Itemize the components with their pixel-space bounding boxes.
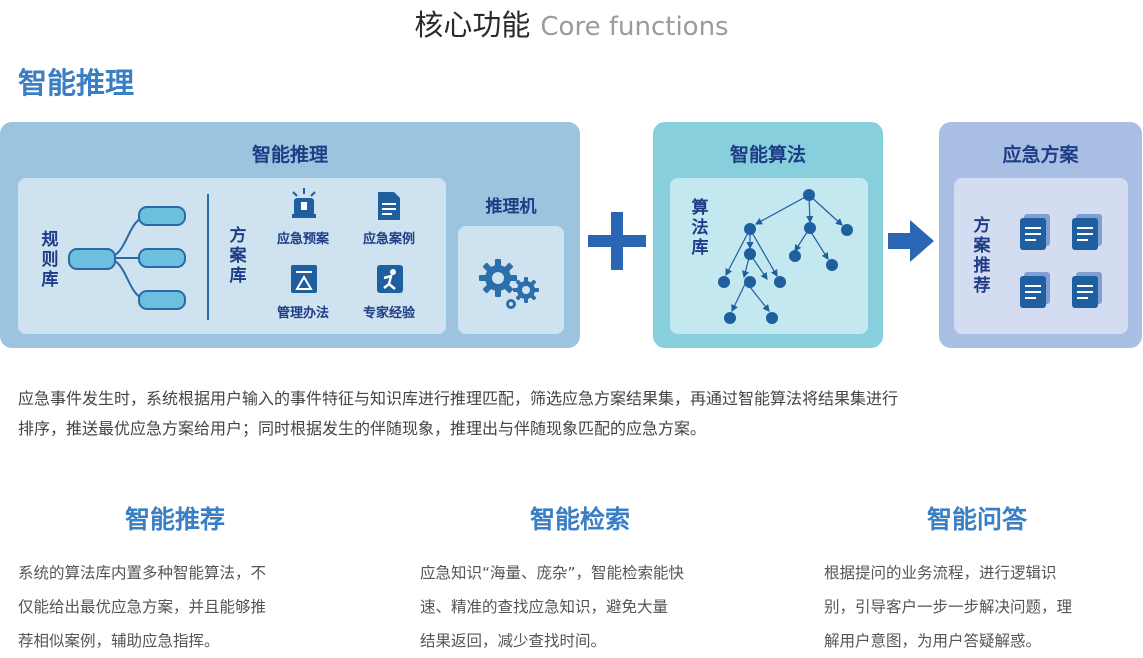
page-header: 核心功能 Core functions	[0, 2, 1143, 44]
section-title: 智能推理	[18, 66, 135, 100]
rule-base-label: 规则库	[40, 230, 60, 290]
document-icon	[378, 192, 400, 220]
plan-item-management-method: 管理办法	[276, 306, 329, 321]
plan-item-emergency-plan: 应急预案	[276, 232, 329, 247]
algorithm-panel-title: 智能算法	[729, 144, 806, 166]
arrow-right-icon	[888, 220, 934, 262]
feature-title-qa: 智能问答	[926, 505, 1027, 534]
feature-line: 别，引导客户一步一步解决问题，理	[824, 598, 1073, 616]
plan-recommend-label: 方案推荐	[972, 216, 992, 296]
plan-item-expert-experience: 专家经验	[362, 306, 415, 321]
feature-line: 根据提问的业务流程，进行逻辑识	[824, 564, 1057, 582]
feature-line: 解用户意图，为用户答疑解惑。	[824, 632, 1042, 650]
feature-text-recommend: 系统的算法库内置多种智能算法，不 仅能给出最优应急方案，并且能够推 荐相似案例，…	[18, 556, 348, 658]
feature-line: 应急知识“海量、庞杂”，智能检索能快	[420, 564, 685, 582]
plan-item-emergency-case: 应急案例	[362, 232, 415, 247]
algorithm-base-text: 算法库	[691, 198, 709, 258]
rule-child-node	[138, 248, 186, 268]
expert-icon	[377, 265, 403, 293]
feature-line: 速、精准的查找应急知识，避免大量	[420, 598, 669, 616]
inference-engine-label: 推理机	[485, 197, 537, 217]
feature-title-recommend: 智能推荐	[124, 505, 225, 534]
description-paragraph: 应急事件发生时，系统根据用户输入的事件特征与知识库进行推理匹配，筛选应急方案结果…	[18, 384, 1138, 444]
feature-title-search: 智能检索	[529, 505, 630, 534]
description-line: 排序，推送最优应急方案给用户；同时根据发生的伴随现象，推理出与伴随现象匹配的应急…	[18, 419, 707, 438]
rule-child-node	[138, 206, 186, 226]
feature-text-search: 应急知识“海量、庞杂”，智能检索能快 速、精准的查找应急知识，避免大量 结果返回…	[420, 556, 760, 658]
feature-text-qa: 根据提问的业务流程，进行逻辑识 别，引导客户一步一步解决问题，理 解用户意图，为…	[824, 556, 1140, 658]
header-title-cn: 核心功能	[414, 8, 531, 42]
plus-icon	[588, 212, 646, 270]
reasoning-panel-title: 智能推理	[251, 144, 328, 166]
emergency-plan-panel-title: 应急方案	[1002, 144, 1079, 166]
description-line: 应急事件发生时，系统根据用户输入的事件特征与知识库进行推理匹配，筛选应急方案结果…	[18, 389, 899, 408]
feature-line: 荐相似案例，辅助应急指挥。	[18, 632, 220, 650]
plan-base-text: 方案库	[229, 226, 247, 286]
header-title-en: Core functions	[540, 12, 729, 42]
plan-recommend-text: 方案推荐	[973, 216, 991, 296]
gears-icon	[479, 259, 539, 309]
rule-base-text: 规则库	[41, 230, 59, 290]
plan-base-label: 方案库	[228, 226, 248, 286]
plan-documents-icon	[1020, 214, 1102, 308]
algorithm-tree-diagram	[718, 189, 853, 324]
alarm-icon	[292, 188, 316, 218]
feature-line: 系统的算法库内置多种智能算法，不	[18, 564, 267, 582]
feature-line: 仅能给出最优应急方案，并且能够推	[18, 598, 267, 616]
rule-root-node	[68, 248, 116, 270]
algorithm-base-label: 算法库	[690, 198, 710, 258]
warning-document-icon	[291, 265, 317, 293]
feature-line: 结果返回，减少查找时间。	[420, 632, 607, 650]
rule-child-node	[138, 290, 186, 310]
knowledge-divider	[207, 194, 209, 320]
